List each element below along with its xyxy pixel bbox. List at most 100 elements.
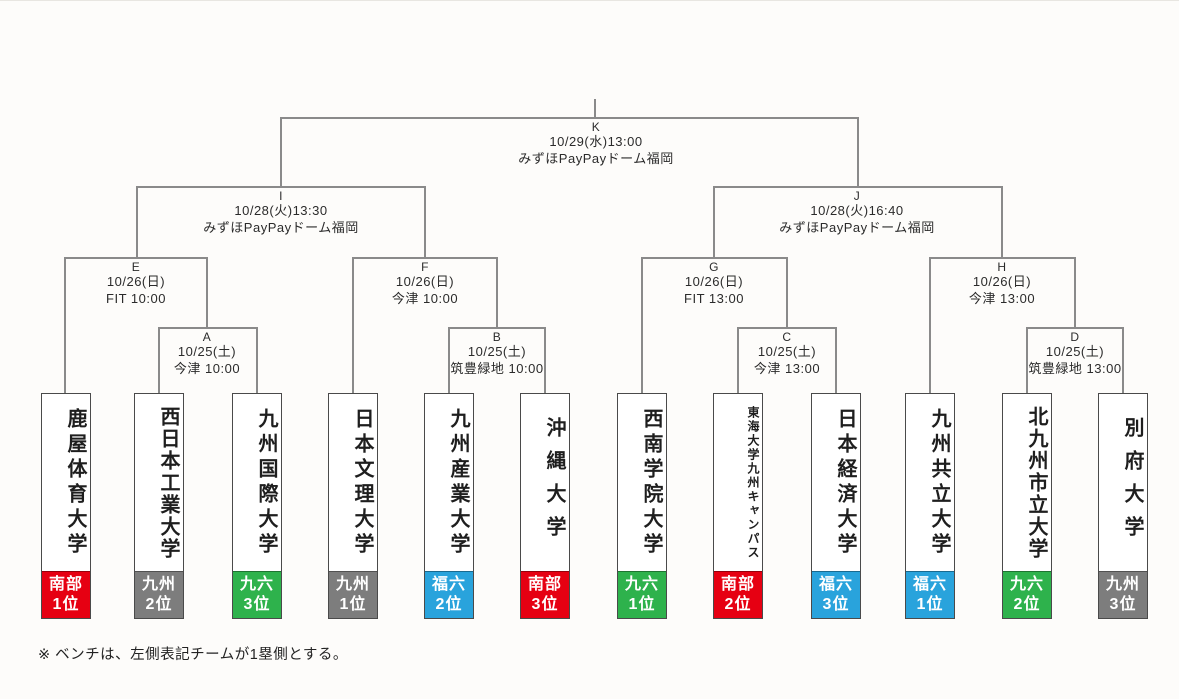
team-column-9: 日本経済大学 福六 3位 (811, 393, 861, 619)
seed-rank: 1位 (339, 596, 367, 613)
team-name: 九州産業大学 (447, 407, 469, 558)
seed-league: 福六 (912, 576, 947, 593)
team-column-11: 北九州市立大学 九六 2位 (1002, 393, 1052, 619)
connector-line (857, 117, 859, 186)
seed-badge: 南部 2位 (714, 571, 762, 618)
team-column-6: 沖縄大学 南部 3位 (520, 393, 570, 619)
team-name: 九州共立大学 (928, 407, 950, 558)
connector-line (158, 327, 160, 393)
seed-rank: 2位 (145, 596, 173, 613)
match-letter: F (421, 260, 429, 274)
match-date: 10/25(土) (177, 344, 237, 359)
seed-league: 九六 (624, 576, 659, 593)
team-column-2: 西日本工業大学 九州 2位 (134, 393, 184, 619)
match-datetime: 10/28(火)13:30 (234, 203, 328, 218)
seed-badge: 九州 2位 (135, 571, 183, 618)
connector-line (1026, 327, 1124, 329)
connector-line (256, 327, 258, 393)
seed-badge: 九六 1位 (618, 571, 666, 618)
match-label-F: F 10/26(日) 今津 10:00 (392, 260, 458, 307)
connector-line (136, 186, 138, 257)
connector-line (1122, 327, 1124, 393)
seed-league: 九六 (1009, 576, 1044, 593)
match-date: 10/26(日) (106, 274, 166, 289)
connector-line (737, 327, 739, 393)
connector-line (835, 327, 837, 393)
team-name: 九州国際大学 (255, 407, 277, 558)
seed-rank: 1位 (52, 596, 80, 613)
seed-league: 福六 (431, 576, 466, 593)
connector-line (280, 117, 282, 186)
match-letter: C (782, 330, 792, 344)
match-label-A: A 10/25(土) 今津 10:00 (174, 330, 240, 377)
match-venue-time: 筑豊緑地 10:00 (450, 360, 544, 376)
match-letter: E (131, 260, 141, 274)
seed-rank: 1位 (628, 596, 656, 613)
connector-line (136, 186, 426, 188)
seed-badge: 南部 3位 (521, 571, 569, 618)
connector-line (1026, 327, 1028, 393)
connector-line (786, 257, 788, 327)
seed-rank: 3位 (822, 596, 850, 613)
seed-badge: 九州 3位 (1099, 571, 1147, 618)
seed-league: 九州 (1105, 576, 1140, 593)
team-name: 別府大学 (1121, 416, 1143, 549)
seed-league: 九州 (335, 576, 370, 593)
connector-line (544, 327, 546, 393)
match-letter: D (1070, 330, 1080, 344)
connector-line (929, 257, 1076, 259)
match-letter: G (709, 260, 719, 274)
seed-badge: 福六 1位 (906, 571, 954, 618)
match-label-K: K 10/29(水)13:00 みずほPayPayドーム福岡 (518, 120, 673, 167)
seed-badge: 九六 3位 (233, 571, 281, 618)
seed-rank: 3位 (1109, 596, 1137, 613)
match-venue: みずほPayPayドーム福岡 (203, 219, 359, 235)
match-venue: みずほPayPayドーム福岡 (779, 219, 935, 235)
match-datetime: 10/28(火)16:40 (810, 203, 904, 218)
connector-line (352, 257, 498, 259)
team-column-1: 鹿屋体育大学 南部 1位 (41, 393, 91, 619)
connector-line (737, 327, 837, 329)
team-name: 沖縄大学 (543, 416, 565, 549)
connector-line (448, 327, 450, 393)
connector-line (641, 257, 643, 393)
match-venue-time: 筑豊緑地 13:00 (1028, 360, 1122, 376)
connector-line (929, 257, 931, 393)
team-name: 北九州市立大学 (1025, 405, 1047, 560)
connector-line (1001, 186, 1003, 257)
match-venue: みずほPayPayドーム福岡 (518, 150, 674, 166)
team-name: 西南学院大学 (640, 407, 662, 558)
frame-top-edge (0, 0, 1179, 1)
seed-badge: 福六 3位 (812, 571, 860, 618)
seed-rank: 3位 (243, 596, 271, 613)
seed-league: 南部 (48, 576, 83, 593)
seed-rank: 3位 (531, 596, 559, 613)
match-venue-time: FIT 13:00 (684, 290, 744, 306)
connector-line (641, 257, 788, 259)
connector-line (713, 186, 715, 257)
match-venue-time: 今津 10:00 (173, 360, 241, 376)
connector-line (448, 327, 546, 329)
match-label-H: H 10/26(日) 今津 13:00 (969, 260, 1035, 307)
match-letter: K (591, 120, 601, 134)
team-column-10: 九州共立大学 福六 1位 (905, 393, 955, 619)
match-letter: A (202, 330, 212, 344)
match-date: 10/25(土) (757, 344, 817, 359)
match-date: 10/26(日) (684, 274, 744, 289)
connector-line (64, 257, 208, 259)
team-column-3: 九州国際大学 九六 3位 (232, 393, 282, 619)
match-date: 10/26(日) (972, 274, 1032, 289)
match-label-E: E 10/26(日) FIT 10:00 (106, 260, 166, 307)
match-label-B: B 10/25(土) 筑豊緑地 10:00 (450, 330, 543, 377)
team-name: 西日本工業大学 (157, 405, 179, 560)
match-date: 10/26(日) (395, 274, 455, 289)
connector-line (206, 257, 208, 327)
match-label-J: J 10/28(火)16:40 みずほPayPayドーム福岡 (779, 189, 934, 236)
connector-line (1074, 257, 1076, 327)
seed-league: 福六 (818, 576, 853, 593)
connector-line (594, 99, 596, 117)
seed-league: 九六 (239, 576, 274, 593)
team-name: 日本経済大学 (834, 407, 856, 558)
seed-badge: 九六 2位 (1003, 571, 1051, 618)
